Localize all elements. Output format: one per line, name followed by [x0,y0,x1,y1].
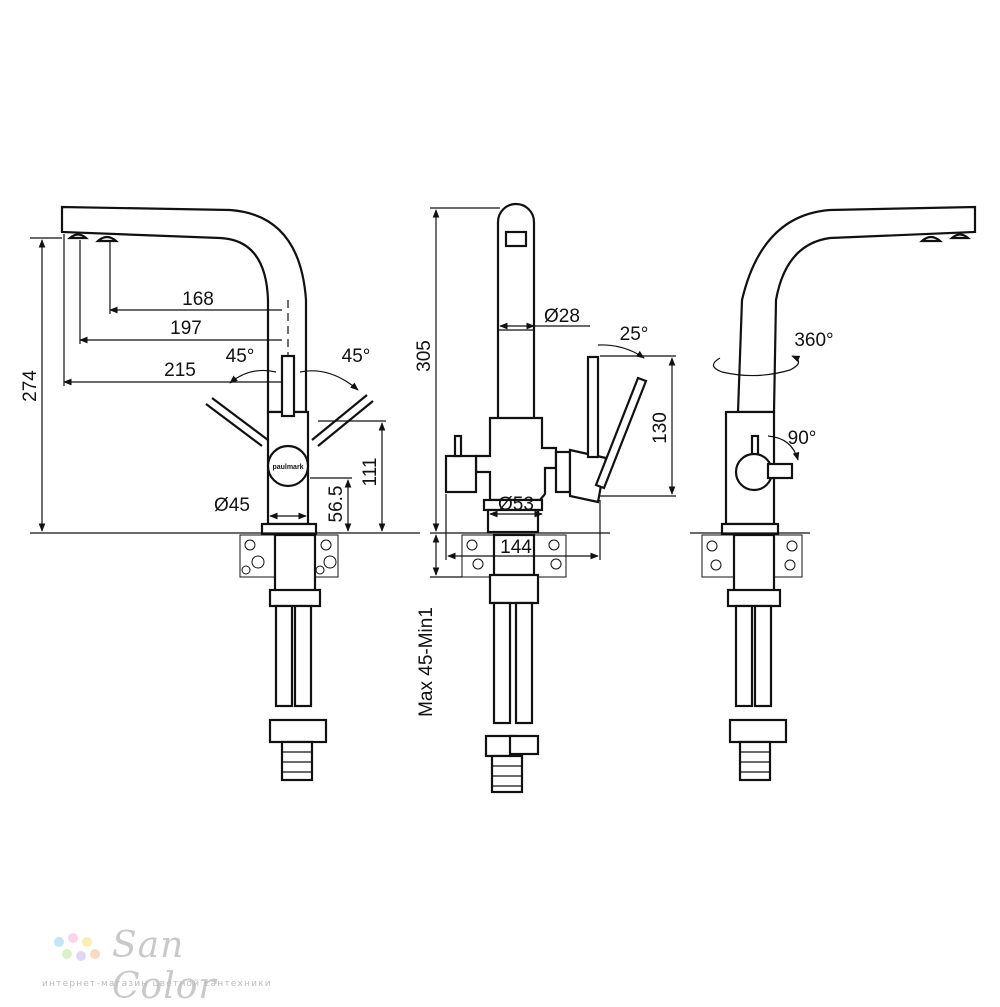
dim-deck-thickness: Max 45-Min1 [416,607,437,717]
lever-angle-90: 90° [788,428,817,449]
dim-dia45: Ø45 [214,495,250,516]
dim-168: 168 [182,289,214,310]
dim-111: 111 [360,458,381,487]
side-view-right: 360° 90° [690,205,977,782]
dim-144: 144 [500,537,532,558]
brand-medallion [266,444,310,488]
angle-25: 25° [620,324,649,345]
dim-197: 197 [170,318,202,339]
watermark-dot [76,951,86,961]
side-view-left: paulmark 168 197 215 45° 45° [20,205,420,782]
watermark-title: San Color [112,925,217,1007]
front-view: 305 Ø28 25° 130 Ø53 144 Max 45-Min1 [414,202,676,794]
watermark-dot [82,937,92,947]
watermark-subtitle: интернет-магазин цветной сантехники [42,979,272,989]
dim-305: 305 [414,340,435,372]
watermark-dot [90,949,100,959]
sancolor-watermark: San Color интернет-магазин цветной санте… [40,925,300,1007]
angle-left-45: 45° [226,346,255,367]
brand-logo: paulmark [272,464,303,471]
dim-56-5: 56.5 [326,486,347,523]
dim-130: 130 [650,412,671,444]
dim-274: 274 [20,370,41,402]
watermark-dot [62,949,72,959]
angle-right-45: 45° [342,346,371,367]
watermark-dot [68,933,78,943]
rotation-360: 360° [794,330,833,351]
watermark-dot [54,937,64,947]
dim-dia53: Ø53 [498,494,534,515]
dim-dia28: Ø28 [544,306,580,327]
dim-215: 215 [164,360,196,381]
